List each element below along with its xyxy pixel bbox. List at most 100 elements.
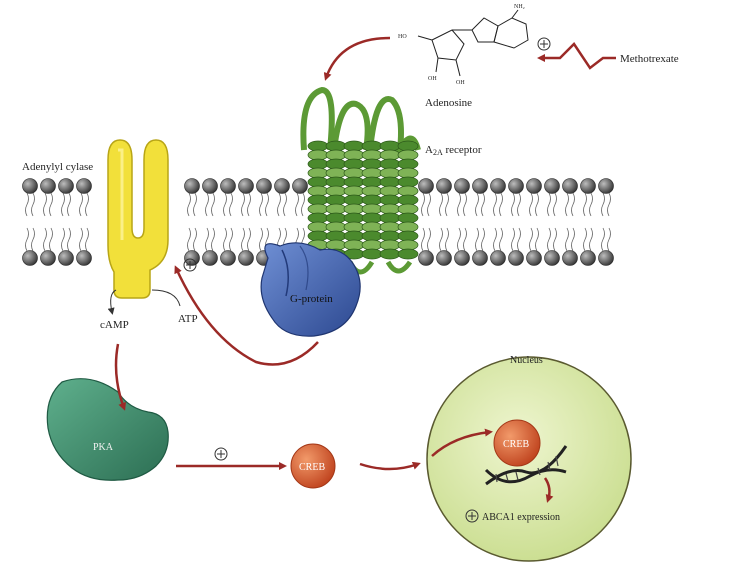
lipid-tail: [493, 192, 497, 217]
receptor-helix-turn: [361, 149, 383, 161]
lipid-tail: [211, 192, 215, 217]
receptor-helix-turn: [397, 230, 419, 242]
lipid-tail: [229, 192, 233, 217]
atp-label: ATP: [178, 313, 198, 325]
lipid-head: [490, 178, 506, 194]
receptor-helix-turn: [343, 149, 365, 161]
adenylyl-cyclase-label: Adenylyl cylase: [22, 161, 93, 173]
lipid-tail: [589, 192, 593, 217]
lipid-tail: [211, 227, 215, 252]
lipid-tail: [85, 227, 89, 252]
lipid-head: [454, 178, 470, 194]
pka-label: PKA: [93, 442, 114, 453]
receptor-helix-turn: [397, 140, 419, 152]
lipid-head: [526, 250, 542, 266]
receptor-helix-turn: [343, 167, 365, 179]
adenosine-structure: [417, 9, 529, 77]
lipid-tail: [535, 227, 539, 252]
receptor-helix-turn: [379, 212, 401, 224]
lipid-tail: [31, 192, 35, 217]
adenosine-label: Adenosine: [425, 97, 472, 109]
receptor-helix-turn: [325, 176, 347, 188]
lipid-head: [526, 178, 542, 194]
svg-text:OH: OH: [456, 80, 465, 86]
lipid-tail: [67, 192, 71, 217]
receptor-helix-turn: [397, 239, 419, 251]
lipid-tail: [589, 227, 593, 252]
receptor-helix-turn: [379, 248, 401, 260]
lipid-tail: [205, 227, 209, 252]
lipid-tail: [565, 227, 569, 252]
receptor-helix-turn: [307, 176, 329, 188]
lipid-tail: [427, 192, 431, 217]
lipid-tail: [457, 227, 461, 252]
creb-nucleus-circle: [493, 419, 541, 467]
lipid-head: [274, 178, 290, 194]
receptor-helix-turn: [361, 230, 383, 242]
lipid-tail: [553, 227, 557, 252]
receptor-helix-turn: [307, 140, 329, 152]
lipid-head: [472, 178, 488, 194]
lipid-tail: [247, 192, 251, 217]
lipid-head: [436, 250, 452, 266]
lipid-tail: [499, 192, 503, 217]
pathway-arrows: [114, 36, 554, 503]
receptor-helix-turn: [343, 194, 365, 206]
lipid-head: [490, 250, 506, 266]
lipid-tail: [607, 227, 611, 252]
lipid-tail: [223, 192, 227, 217]
receptor-helix-turn: [379, 167, 401, 179]
lipid-tail: [511, 227, 515, 252]
receptor-helix-turn: [379, 203, 401, 215]
lipid-tail: [43, 227, 47, 252]
receptor-helix-turn: [379, 230, 401, 242]
receptor-helix-turn: [325, 221, 347, 233]
lipid-tail: [601, 227, 605, 252]
lipid-tail: [295, 192, 299, 217]
receptor-helix-turn: [361, 248, 383, 260]
g-protein-label: G-protein: [290, 293, 333, 305]
lipid-head: [544, 250, 560, 266]
lipid-head: [22, 178, 38, 194]
receptor-helix-turn: [325, 185, 347, 197]
receptor-loop: [300, 86, 335, 151]
receptor-helix-turn: [379, 149, 401, 161]
lipid-tail: [481, 227, 485, 252]
receptor-helix-turn: [361, 221, 383, 233]
a2a-receptor-label: A2A receptor: [425, 144, 482, 157]
lipid-tail: [25, 192, 29, 217]
lipid-tail: [517, 192, 521, 217]
receptor-helix-turn: [325, 194, 347, 206]
receptor-helix-turn: [307, 185, 329, 197]
receptor-helix-turn: [397, 167, 419, 179]
receptor-helix-turn: [397, 158, 419, 170]
lipid-tail: [481, 192, 485, 217]
lipid-head: [220, 178, 236, 194]
plus-icon: [537, 37, 551, 51]
lipid-tail: [463, 192, 467, 217]
lipid-head: [508, 178, 524, 194]
lipid-tail: [259, 192, 263, 217]
receptor-helix-turn: [325, 149, 347, 161]
pka-shape: [46, 378, 169, 481]
receptor-helix-turn: [379, 185, 401, 197]
lipid-tail: [571, 192, 575, 217]
lipid-head: [472, 250, 488, 266]
receptor-helix-turn: [361, 203, 383, 215]
receptor-loop: [385, 260, 413, 274]
receptor-helix-turn: [343, 176, 365, 188]
lipid-tail: [61, 192, 65, 217]
lipid-tail: [571, 227, 575, 252]
receptor-helix-turn: [307, 149, 329, 161]
receptor-helix-turn: [325, 158, 347, 170]
receptor-helix-turn: [397, 194, 419, 206]
receptor-helix-turn: [379, 140, 401, 152]
lipid-tail: [583, 227, 587, 252]
lipid-tail: [499, 227, 503, 252]
lipid-head: [544, 178, 560, 194]
lipid-tail: [439, 227, 443, 252]
lipid-tail: [241, 227, 245, 252]
receptor-helix-turn: [343, 203, 365, 215]
receptor-helix-turn: [307, 158, 329, 170]
receptor-helix-turn: [397, 176, 419, 188]
